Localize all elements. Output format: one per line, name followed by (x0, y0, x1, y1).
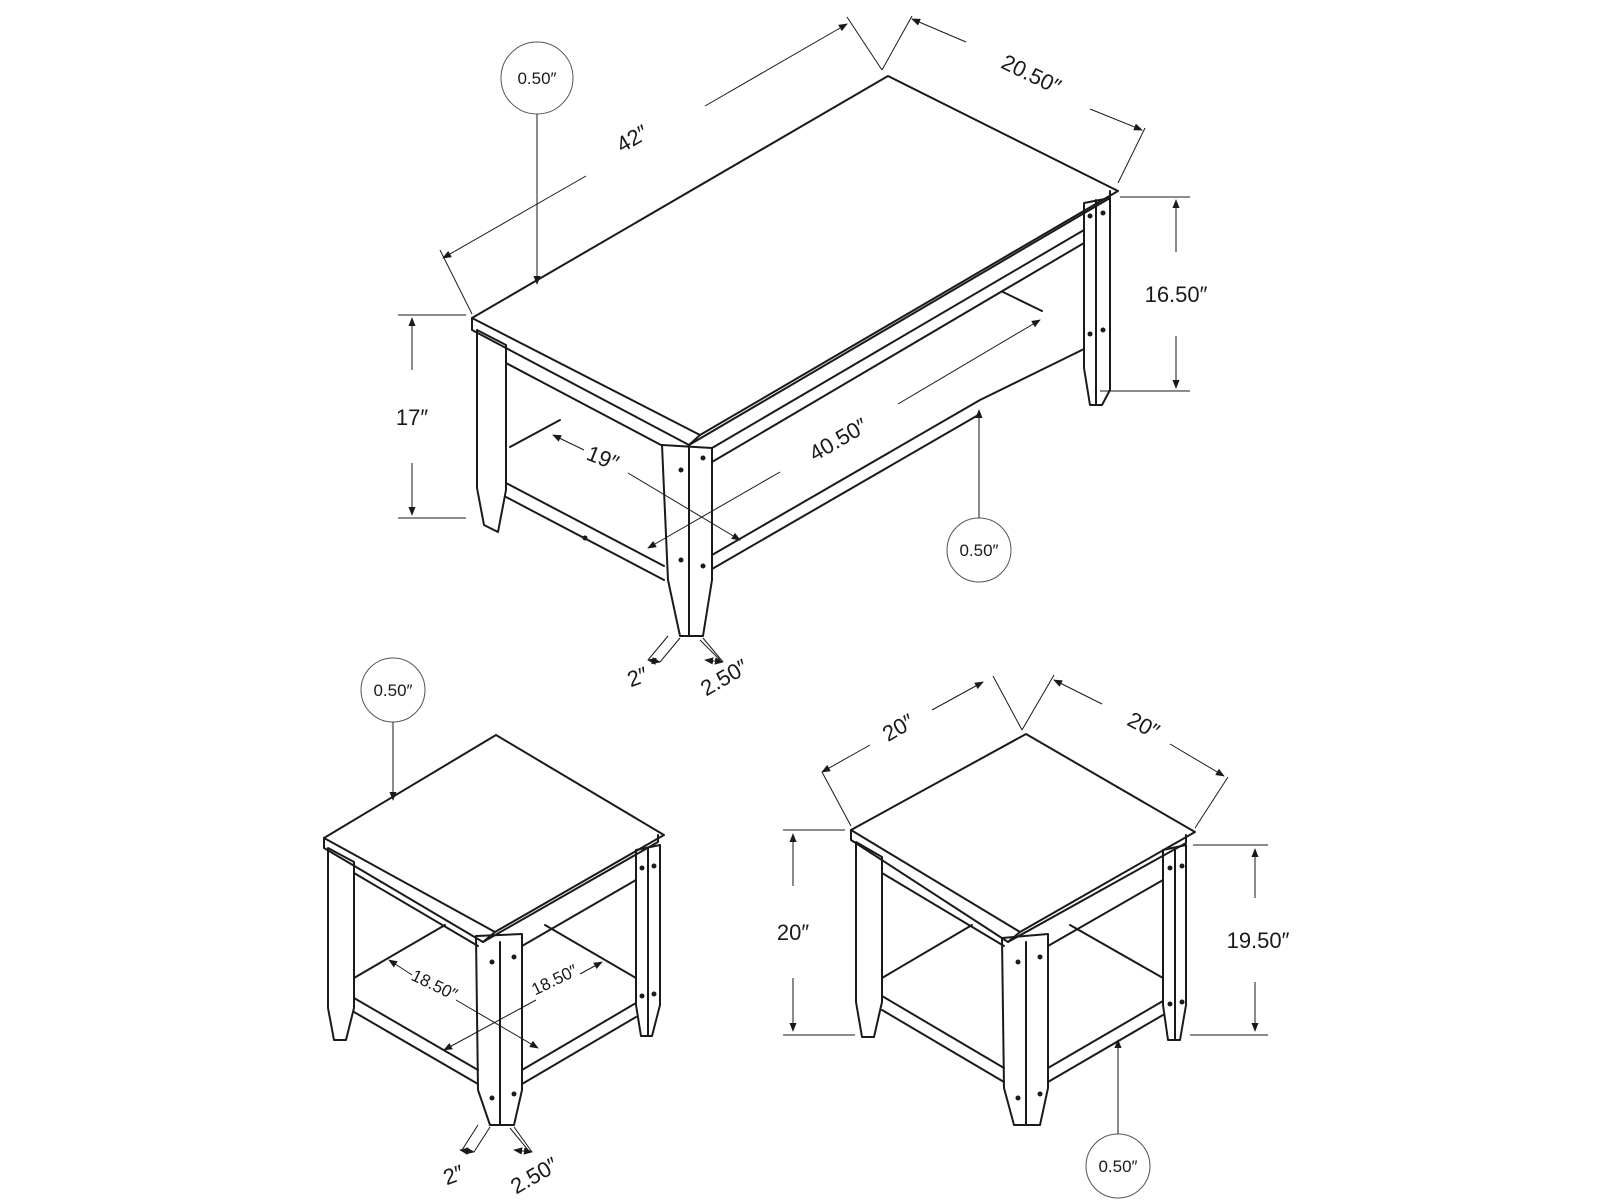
end-table-right-leg-right (1162, 844, 1187, 1041)
coffee-table-top (471, 75, 1119, 436)
end-table-right-leg-front (1001, 933, 1049, 1126)
end-table-left-shelf-depth-b-label: 18.50″ (529, 961, 581, 999)
end-table-right-top (850, 733, 1196, 933)
end-table-left-leg-left (327, 847, 355, 1041)
end-table-left-leg-foot-label: 2″ (440, 1160, 468, 1190)
end-table-right-leg-left (855, 841, 883, 1038)
end-table-left-shelf-depth-a-label: 18.50″ (408, 966, 460, 1004)
coffee-table-drawing: 42″ 20.50″ 17″ 16.50″ 40.50″ 19″ (396, 15, 1208, 701)
coffee-table-shelf-thickness-label: 0.50″ (959, 541, 998, 560)
coffee-table-leg-foot-label: 2″ (624, 662, 652, 692)
end-table-right-height-label: 20″ (777, 920, 809, 945)
coffee-table-shelf-length-label: 40.50″ (805, 413, 872, 466)
coffee-table-leg-top-label: 2.50″ (696, 654, 753, 701)
end-table-right-shelf-thickness-label: 0.50″ (1098, 1157, 1137, 1176)
end-table-right-width-label: 20″ (1123, 707, 1163, 744)
coffee-table-height-label: 17″ (396, 405, 428, 430)
coffee-table-top-thickness-label: 0.50″ (517, 69, 556, 88)
end-table-right-inner-height-label: 19.50″ (1227, 928, 1290, 953)
end-table-left-top (323, 734, 665, 933)
coffee-table-inner-height-label: 16.50″ (1145, 282, 1208, 307)
coffee-table-width-label: 20.50″ (998, 49, 1066, 99)
coffee-table-leg-right (1083, 197, 1111, 406)
end-table-left-leg-right (635, 844, 661, 1037)
end-table-left-drawing: 18.50″ 18.50″ 2″ 2.50″ 0.50″ (323, 657, 665, 1199)
coffee-table-length-label: 42″ (612, 120, 653, 158)
end-table-right-drawing: 20″ 20″ 20″ 19.50″ 0.50″ (777, 674, 1290, 1199)
end-table-left-leg-top-label: 2.50″ (506, 1152, 563, 1199)
end-table-left-leg-front (475, 933, 523, 1126)
end-table-right-depth-label: 20″ (878, 709, 919, 747)
end-table-left-top-thickness-label: 0.50″ (373, 681, 412, 700)
coffee-table-shelf-depth-label: 19″ (583, 440, 622, 475)
coffee-table-leg-front (661, 444, 713, 637)
coffee-table-leg-left (476, 329, 507, 533)
